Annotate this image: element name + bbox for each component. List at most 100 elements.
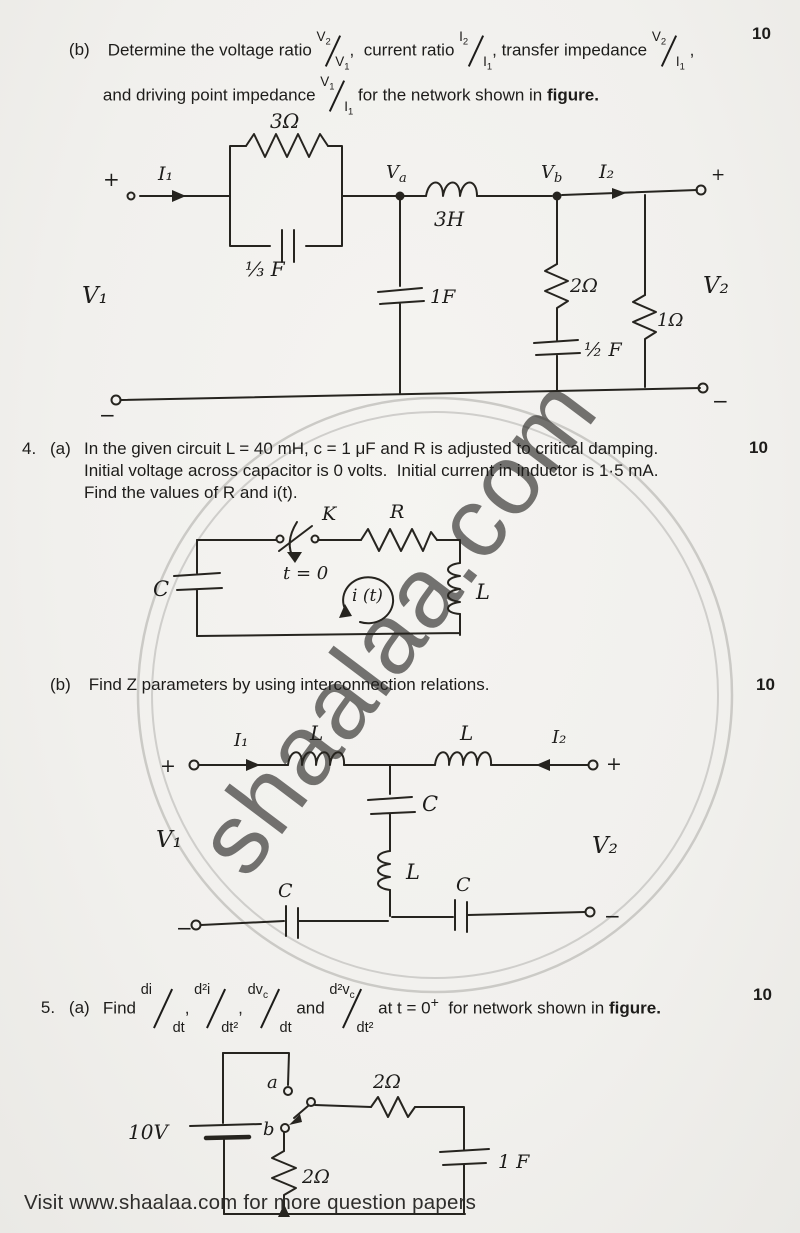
ratio-num-sub: 2 (462, 36, 469, 48)
question-5-number: 5. (40, 998, 56, 1018)
question-4b-label: (b) (50, 675, 71, 694)
plus-sign-left: + (160, 755, 176, 777)
node-va-dot (395, 191, 405, 201)
node-vb-dot (552, 191, 562, 201)
ratio-den-sub: 1 (348, 107, 354, 118)
q5a-sep-1: , (184, 998, 195, 1018)
ratio-num-sub: 2 (660, 36, 667, 48)
inductor-mid-label: L (405, 860, 420, 884)
capacitor-c-label: C (153, 577, 169, 601)
footer-text: Visit www.shaalaa.com for more question … (24, 1191, 477, 1214)
ratio-den-sub: 1 (679, 62, 685, 73)
inductor-l-label: L (475, 580, 490, 604)
q5a-marks: 10 (753, 985, 772, 1004)
frac-den: dt (172, 1020, 185, 1036)
q3b-text-5: and driving point impedance (102, 85, 321, 105)
q4b-text: Find Z parameters by using interconnecti… (88, 675, 490, 694)
fraction-slash (152, 988, 173, 1029)
ratio-den: I (675, 54, 680, 70)
q5a-text-1: Find (102, 998, 141, 1018)
minus-sign-output: − (712, 389, 729, 413)
contact-a-label: a (267, 1072, 278, 1093)
capacitor-half-f (533, 339, 581, 391)
circuit3-wires (198, 751, 589, 939)
loop-current-label: i (t) (352, 586, 383, 606)
switch-contact-right (310, 534, 320, 544)
q4a-marks: 10 (749, 438, 768, 457)
resistor-r (360, 528, 438, 552)
resistor-2ohm-shunt-label: 2Ω (301, 1166, 330, 1188)
question-4a-label: (a) (50, 439, 71, 458)
source-10v-label: 10V (128, 1120, 170, 1144)
current-i2-arrowhead (536, 759, 550, 771)
ratio-num: I (459, 29, 463, 44)
capacitor-third-f-label: ⅓ F (245, 257, 286, 281)
resistor-2ohm-shunt (271, 1150, 297, 1215)
node-vb-label: Vb (541, 162, 562, 186)
q3b-figure-word: figure. (547, 85, 599, 105)
capacitor-half-f-label: ½ F (584, 339, 622, 361)
q5a-text-2: at t = 0 (373, 998, 431, 1018)
resistor-2ohm (544, 263, 569, 341)
ratio-num: V (651, 29, 661, 44)
switch-contact-b (280, 1123, 290, 1133)
derivative-dvc-dt: dvc dt (248, 982, 292, 1036)
q5a-sep-2: , (238, 998, 248, 1018)
capacitor-bottom-right-label: C (456, 874, 471, 896)
resistor-2ohm-label: 2Ω (569, 275, 598, 297)
switch-pivot (306, 1097, 316, 1107)
frac-num: dv (247, 982, 263, 998)
q3b-text-2: , current ratio (349, 40, 460, 60)
q4a-text-1: In the given circuit L = 40 mH, c = 1 μF… (84, 439, 659, 458)
circuit4-wires (189, 1052, 490, 1215)
frac-den: dt² (221, 1020, 239, 1036)
ratio-num-sub: 1 (329, 81, 335, 93)
derivative-di-dt: di dt (141, 982, 185, 1036)
q5a-sep-3: and (291, 998, 330, 1018)
capacitor-1f-label: 1 F (498, 1151, 530, 1173)
current-i2-arrowhead (612, 188, 626, 199)
frac-num: d²v (329, 982, 350, 998)
q4a-text-2: Initial voltage across capacitor is 0 vo… (84, 461, 659, 480)
q3b-text-4: , (684, 40, 695, 60)
frac-num: di (140, 982, 152, 998)
frac-num-sub: c (349, 989, 355, 1001)
capacitor-c (173, 539, 223, 637)
ratio-num: V (320, 74, 330, 89)
input-terminal-bottom (110, 394, 122, 406)
plus-sign-right: + (606, 753, 622, 775)
ratio-den: I (483, 54, 487, 70)
resistor-3ohm (245, 133, 329, 158)
inductor-3h (425, 181, 478, 197)
ratio-den: I (344, 99, 349, 115)
frac-den: dt (279, 1020, 292, 1036)
plus-sign-input: + (103, 167, 120, 191)
frac-num-sub: c (262, 989, 268, 1001)
capacitor-bottom-left (200, 905, 389, 939)
resistor-3ohm-label: 3Ω (270, 109, 299, 133)
question-5a-label: (a) (68, 998, 90, 1018)
switch-arrowhead (287, 552, 302, 563)
terminal-top-right (587, 759, 599, 771)
loop-current-arrowhead (339, 604, 352, 618)
switch-contact-a (283, 1086, 293, 1096)
inductor-3h-label: 3H (434, 207, 465, 231)
circuit-rlc-switch-loop: C K t = 0 R L i (t) (153, 501, 490, 637)
inductor-left-label: L (309, 721, 323, 745)
q3b-text-1: Determine the voltage ratio (107, 40, 317, 60)
branch-junction-arrowhead (278, 1204, 290, 1217)
battery-long-plate (189, 1123, 262, 1127)
current-i1-arrowhead (246, 759, 260, 771)
capacitor-1f-label: 1F (430, 286, 456, 308)
capacitor-mid-label: C (422, 792, 438, 816)
minus-sign-right: − (604, 904, 621, 928)
ratio-den: V (335, 54, 345, 70)
q5a-text-2b: for network shown in (438, 998, 609, 1018)
